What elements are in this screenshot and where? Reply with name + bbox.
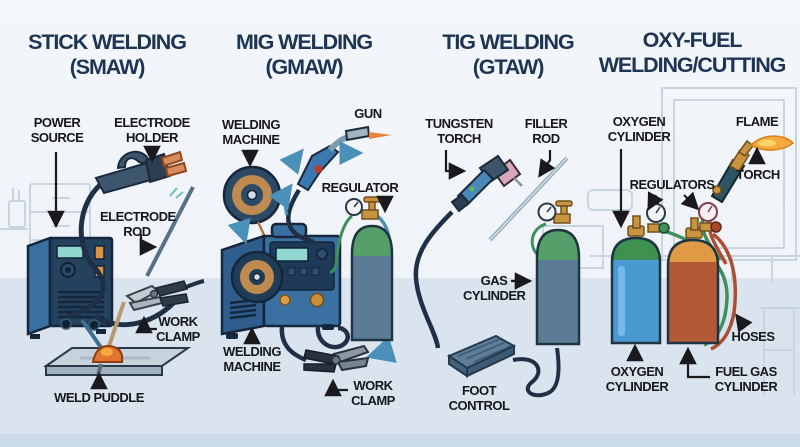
label-foot-control: FOOT CONTROL — [448, 383, 510, 413]
label-tungsten-torch: TUNGSTEN TORCH — [425, 116, 493, 146]
gmaw-flow-arrows — [227, 141, 364, 245]
title-tig-welding: TIG WELDING(GTAW) — [442, 30, 574, 79]
smaw-power-source-machine — [26, 236, 114, 339]
smaw-weld-plate — [42, 301, 192, 376]
floor-edge-strip — [0, 434, 800, 447]
label-flame: FLAME — [735, 114, 779, 129]
smaw-electrode-rod — [145, 186, 195, 277]
label-electrode-holder: ELECTRODE HOLDER — [114, 115, 190, 145]
smaw-electrode-holder — [94, 150, 188, 195]
label-gas-cylinder: GAS CYLINDER — [463, 273, 526, 303]
label-oxygen-cylinder-bottom: OXYGEN CYLINDER — [605, 364, 669, 394]
label-oxygen-cylinder-top: OXYGEN CYLINDER — [607, 114, 671, 144]
title-mig-welding: MIG WELDING(GMAW) — [236, 30, 373, 79]
label-hoses: HOSES — [731, 329, 775, 344]
label-work-clamp-smaw: WORK CLAMP — [156, 314, 200, 344]
label-welding-machine-bottom: WELDING MACHINE — [223, 344, 281, 374]
label-filler-rod: FILLER ROD — [524, 116, 568, 146]
oxyfuel-fuel-cylinder — [666, 202, 722, 345]
label-fuel-gas-cylinder: FUEL GAS CYLINDER — [714, 364, 778, 394]
label-gun: GUN — [354, 106, 382, 121]
oxyfuel-oxygen-cylinder — [610, 203, 670, 345]
label-torch: TORCH — [736, 167, 780, 182]
wire-arc — [369, 132, 392, 139]
label-welding-machine-top: WELDING MACHINE — [222, 117, 280, 147]
pointer-arrows — [47, 145, 766, 397]
gmaw-welding-machine — [220, 222, 342, 339]
gmaw-work-clamp — [279, 325, 370, 373]
gtaw-torch — [413, 154, 523, 349]
label-regulator: REGULATOR — [321, 180, 399, 195]
label-electrode-rod: ELECTRODE ROD — [100, 209, 176, 239]
label-regulators: REGULATORS — [629, 177, 715, 192]
label-work-clamp-gmaw: WORK CLAMP — [351, 378, 395, 408]
gtaw-foot-control — [446, 334, 561, 398]
gtaw-gas-cylinder — [530, 200, 581, 346]
title-stick-welding: STICK WELDING(SMAW) — [28, 30, 187, 79]
label-power-source: POWER SOURCE — [30, 115, 84, 145]
smaw-work-clamp — [125, 280, 189, 312]
label-weld-puddle: WELD PUDDLE — [54, 390, 144, 405]
